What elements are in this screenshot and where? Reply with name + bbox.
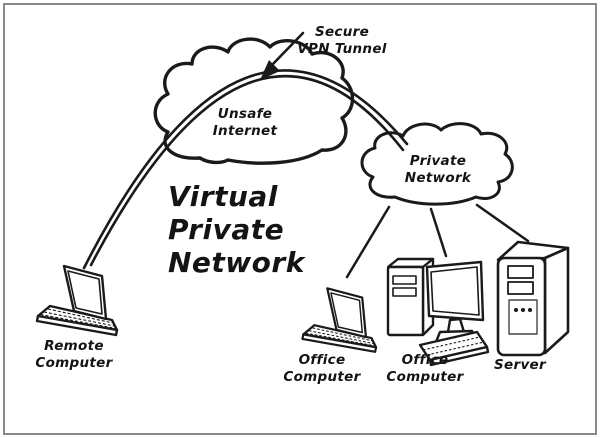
office-laptop-icon (301, 287, 378, 353)
office-laptop-line1: Office (298, 352, 346, 368)
title-line2: Private (168, 213, 285, 246)
vpn-tunnel-arc (82, 69, 409, 270)
title-line3: Network (168, 246, 305, 279)
secure-vpn-tunnel-line2: VPN Tunnel (297, 41, 387, 57)
server-line1: Server (494, 357, 546, 373)
line-to-office-laptop (345, 205, 391, 279)
remote-computer-icon (35, 264, 119, 337)
secure-vpn-tunnel-label: Secure VPN Tunnel (287, 24, 397, 58)
diagram-title: Virtual Private Network (168, 180, 318, 279)
remote-computer-line1: Remote (44, 338, 104, 354)
title-line1: Virtual (168, 180, 278, 213)
unsafe-internet-line1: Unsafe (217, 106, 273, 122)
office-desktop-line1: Office (401, 352, 449, 368)
line-to-office-desktop (429, 207, 448, 258)
office-desktop-label: Office Computer (375, 352, 475, 386)
remote-computer-label: Remote Computer (24, 338, 124, 372)
secure-vpn-tunnel-line1: Secure (314, 24, 370, 40)
line-to-server (475, 203, 530, 243)
network-connector-lines (345, 203, 530, 279)
office-laptop-line2: Computer (283, 369, 361, 385)
unsafe-internet-label: Unsafe Internet (195, 106, 295, 140)
private-network-line1: Private (409, 153, 467, 169)
office-desktop-icon (386, 257, 490, 367)
server-label: Server (470, 357, 570, 374)
server-icon (496, 240, 570, 357)
office-laptop-label: Office Computer (272, 352, 372, 386)
unsafe-internet-line2: Internet (212, 123, 278, 139)
office-desktop-line2: Computer (386, 369, 464, 385)
tunnel-arrow (260, 31, 305, 80)
private-network-label: Private Network (388, 153, 488, 187)
remote-computer-line2: Computer (35, 355, 113, 371)
private-network-line2: Network (404, 170, 472, 186)
